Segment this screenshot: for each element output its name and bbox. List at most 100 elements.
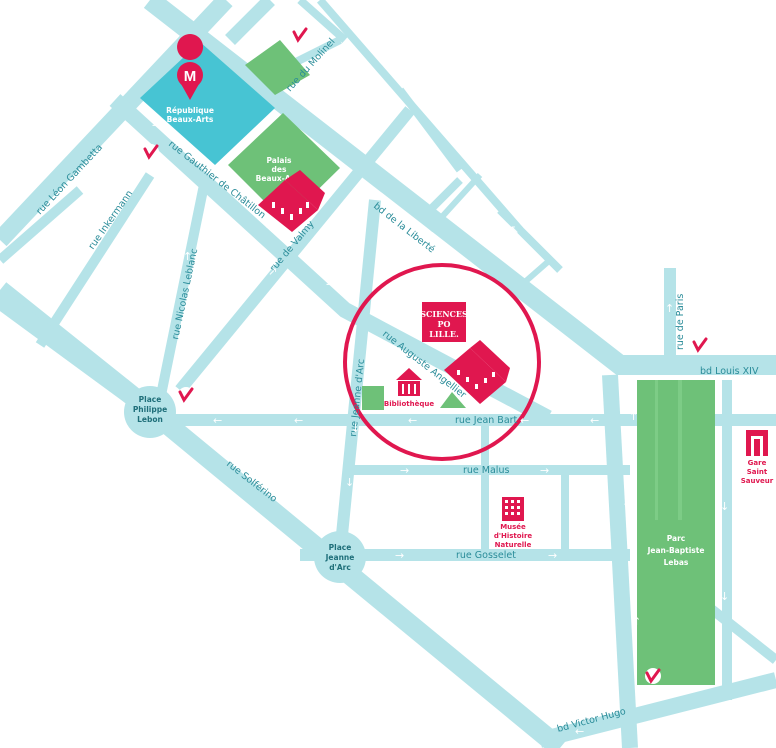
palais-building-icon (258, 170, 325, 232)
place-philippe-lebon: Place Philippe Lebon (133, 395, 167, 424)
roundabout-jeanne-darc (314, 531, 366, 583)
arrow-icon: → (540, 464, 549, 477)
place-label-line: Lebon (137, 415, 163, 424)
street-label-paris: rue de Paris (675, 294, 686, 350)
train-station-icon (746, 430, 768, 456)
arrow-icon: ↑ (632, 615, 641, 628)
place-label-line: d'Histoire (494, 532, 533, 540)
bike-station-icon[interactable] (176, 385, 196, 405)
bike-station-icon[interactable] (141, 142, 161, 162)
metro-letter: M (184, 68, 197, 85)
arrow-icon: → (400, 464, 409, 477)
arrow-icon: ↗ (268, 265, 277, 278)
place-label-line: Saint (747, 468, 768, 476)
road-inkermann (35, 172, 155, 348)
bike-station-icon[interactable] (643, 666, 663, 686)
arrow-icon: ↓ (720, 590, 729, 603)
road-jeanne-darc (334, 199, 381, 556)
arrow-icon: ↑ (665, 302, 674, 315)
place-label-line: des (272, 165, 287, 174)
green-spaces (140, 40, 715, 685)
place-label-line: Gare (748, 459, 767, 467)
place-label-line: Sauveur (741, 477, 774, 485)
arrow-icon: ↖ (440, 630, 449, 643)
place-label-line: Philippe (133, 405, 167, 414)
road-north-minor-8 (508, 257, 552, 298)
park-lebas-gap-2 (655, 380, 658, 520)
arrow-icon: ↘ (262, 218, 271, 231)
place-label-line: Jean-Baptiste (647, 546, 705, 555)
arrow-icon: ↑ (183, 250, 192, 263)
square-republique (140, 42, 275, 165)
logo-line: PO (438, 319, 451, 329)
place-label-line: Beaux-Arts (167, 115, 214, 124)
road-nicolas-leblanc (155, 178, 210, 402)
arrow-icon: ↗ (60, 283, 69, 296)
place-label-line: Naturelle (495, 541, 532, 549)
arrow-icon: → (395, 549, 404, 562)
park-square-library (362, 386, 384, 410)
place-label-bibliotheque: Bibliothèque (384, 400, 434, 408)
arrow-icon: ← (408, 414, 417, 427)
focus-circle (343, 263, 541, 461)
road-north-minor-7 (427, 172, 483, 233)
sciences-po-logo: SCIENCES PO LILLE. (420, 302, 468, 342)
arrow-icon: ↘ (148, 116, 157, 129)
place-label-line: Lebas (664, 558, 689, 567)
road-liberte (143, 0, 776, 375)
arrow-icon: ← (520, 414, 529, 427)
arrow-icon: ← (575, 725, 584, 738)
arrow-icon: ← (294, 414, 303, 427)
road-west-1 (0, 186, 84, 264)
arrow-icon: ↑ (622, 500, 631, 513)
place-parc-lebas: Parc Jean-Baptiste Lebas (647, 534, 705, 567)
place-label-line: Parc (667, 534, 686, 543)
arrow-icon: ↗ (486, 300, 495, 313)
roundabout-philippe-lebon (124, 386, 176, 438)
place-gare: Gare Saint Sauveur (741, 459, 774, 485)
arrow-icon: ↓ (351, 422, 360, 435)
place-republique: République Beaux-Arts (166, 106, 214, 124)
sciences-po-building-icon (444, 340, 510, 404)
road-north-minor-6 (417, 177, 463, 223)
park-north (245, 40, 310, 95)
arrow-icon: ← (213, 414, 222, 427)
logo-line: SCIENCES (420, 309, 468, 319)
place-label-line: Beaux-Arts (256, 174, 303, 183)
arrow-icon: ↘ (322, 275, 331, 288)
street-label-jean-bart: rue Jean Bart (455, 415, 518, 426)
street-label-louis-xiv: bd Louis XIV (700, 366, 759, 377)
arrow-icon: ↓ (720, 500, 729, 513)
place-jeanne-darc: Place Jeanne d'Arc (325, 543, 355, 572)
arrow-icon: ↓ (345, 476, 354, 489)
arrow-icon: ← (590, 414, 599, 427)
place-label-line: d'Arc (329, 563, 351, 572)
park-lebas-gap-1 (678, 380, 682, 520)
library-icon (396, 368, 422, 396)
road-valmy (175, 106, 415, 394)
place-palais: Palais des Beaux-Arts (256, 156, 303, 183)
park-lebas (637, 380, 715, 685)
place-label-line: République (166, 106, 214, 115)
arrow-icon: ↖ (520, 695, 529, 708)
arrow-icon: ↑ (629, 410, 638, 423)
road-north-minor-1 (297, 0, 348, 43)
place-label-line: Place (139, 395, 162, 404)
arrow-icon: ↗ (204, 326, 213, 339)
street-label-malus: rue Malus (463, 465, 509, 476)
road-jbl-east (602, 374, 638, 748)
place-label-line: Musée (500, 523, 526, 531)
place-label-line: Jeanne (325, 553, 355, 562)
one-way-arrows: ↘ ↘ ↘ ↗ ↗ ↗ ↑ ← ← ← ← ← → → → → ↓ ↓ ↗ ↖ … (60, 116, 729, 738)
bike-station-icon[interactable] (690, 335, 710, 355)
road-victor-hugo (538, 672, 776, 748)
place-label-line: Place (329, 543, 352, 552)
park-triangle (440, 392, 466, 408)
bike-station-icon[interactable] (290, 25, 310, 45)
place-label-line: Palais (266, 156, 292, 165)
arrow-icon: → (548, 549, 557, 562)
museum-icon (502, 497, 524, 521)
street-label-gosselet: rue Gosselet (456, 550, 516, 561)
